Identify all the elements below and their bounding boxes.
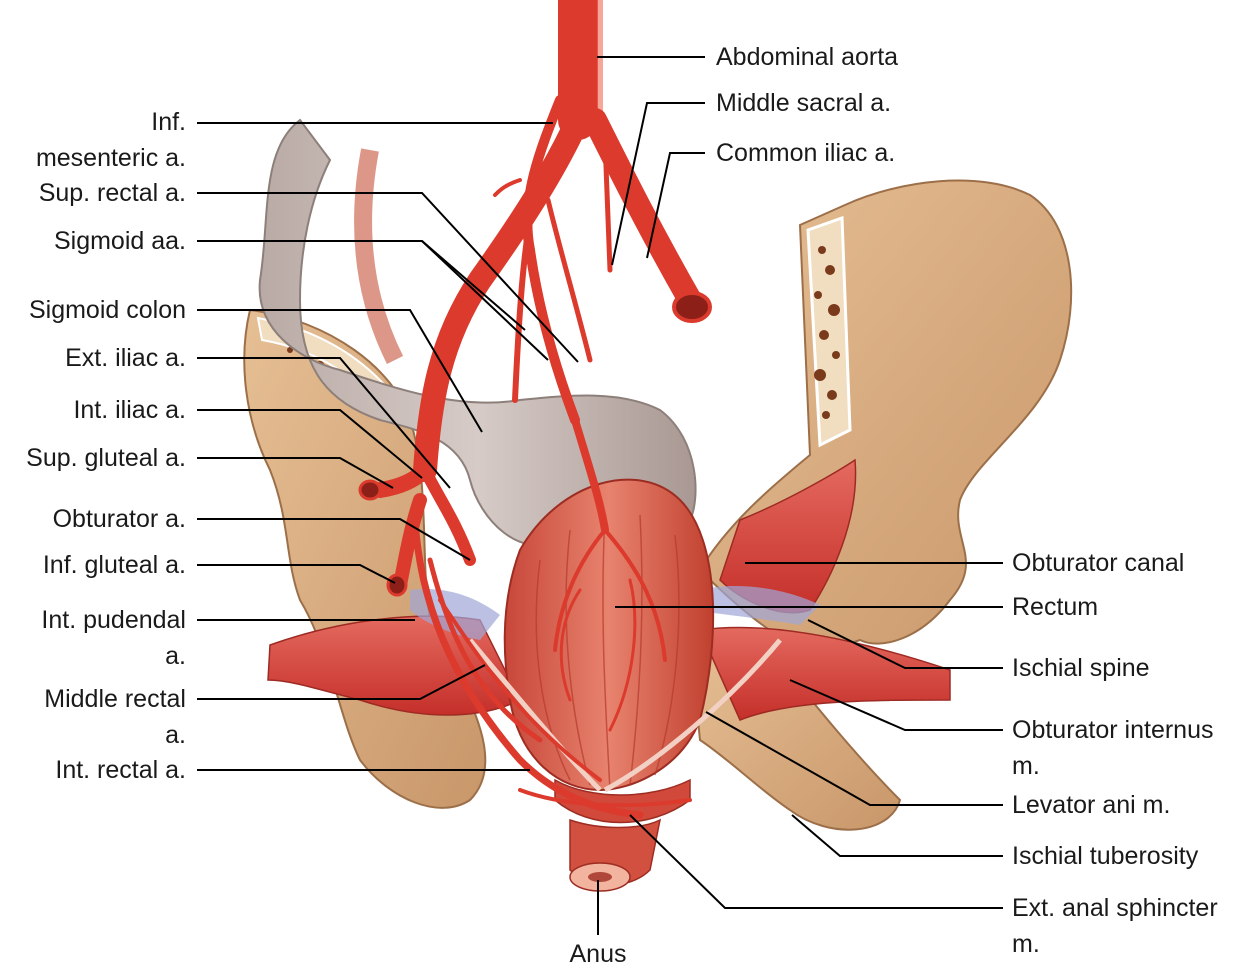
label-sigmoid-arteries: Sigmoid aa. xyxy=(53,227,186,255)
label-int-iliac-artery: Int. iliac a. xyxy=(73,396,186,424)
label-inf-mesenteric-artery: Inf. mesenteric a. xyxy=(35,108,186,172)
rectum-shape xyxy=(468,478,782,892)
label-anus: Anus xyxy=(569,940,627,968)
label-common-iliac-artery: Common iliac a. xyxy=(716,139,896,167)
label-middle-rectal-artery: Middle rectal a. xyxy=(44,685,186,749)
label-abdominal-aorta: Abdominal aorta xyxy=(716,43,899,71)
label-obturator-artery: Obturator a. xyxy=(52,505,186,533)
label-sup-rectal-artery: Sup. rectal a. xyxy=(38,179,186,207)
leader-lines xyxy=(197,56,1003,935)
label-obturator-canal: Obturator canal xyxy=(1012,549,1185,577)
label-ischial-tuberosity: Ischial tuberosity xyxy=(1012,842,1199,870)
label-ischial-spine: Ischial spine xyxy=(1012,654,1150,682)
label-sigmoid-colon: Sigmoid colon xyxy=(28,296,186,324)
label-sup-gluteal-artery: Sup. gluteal a. xyxy=(26,444,186,472)
label-inf-gluteal-artery: Inf. gluteal a. xyxy=(42,551,186,579)
sigmoid-colon xyxy=(258,118,697,547)
label-int-rectal-artery: Int. rectal a. xyxy=(55,756,186,784)
pelvic-floor-muscles xyxy=(267,458,951,721)
label-middle-sacral-artery: Middle sacral a. xyxy=(716,89,892,117)
label-rectum: Rectum xyxy=(1012,593,1099,621)
label-levator-ani-muscle: Levator ani m. xyxy=(1012,791,1171,819)
label-int-pudendal-artery: Int. pudendal a. xyxy=(41,606,186,670)
label-ext-anal-sphincter-muscle: Ext. anal sphincter m. xyxy=(1012,894,1218,958)
label-ext-iliac-artery: Ext. iliac a. xyxy=(65,344,186,372)
label-obturator-internus-muscle: Obturator internus m. xyxy=(1012,716,1214,780)
arteries xyxy=(358,0,712,819)
